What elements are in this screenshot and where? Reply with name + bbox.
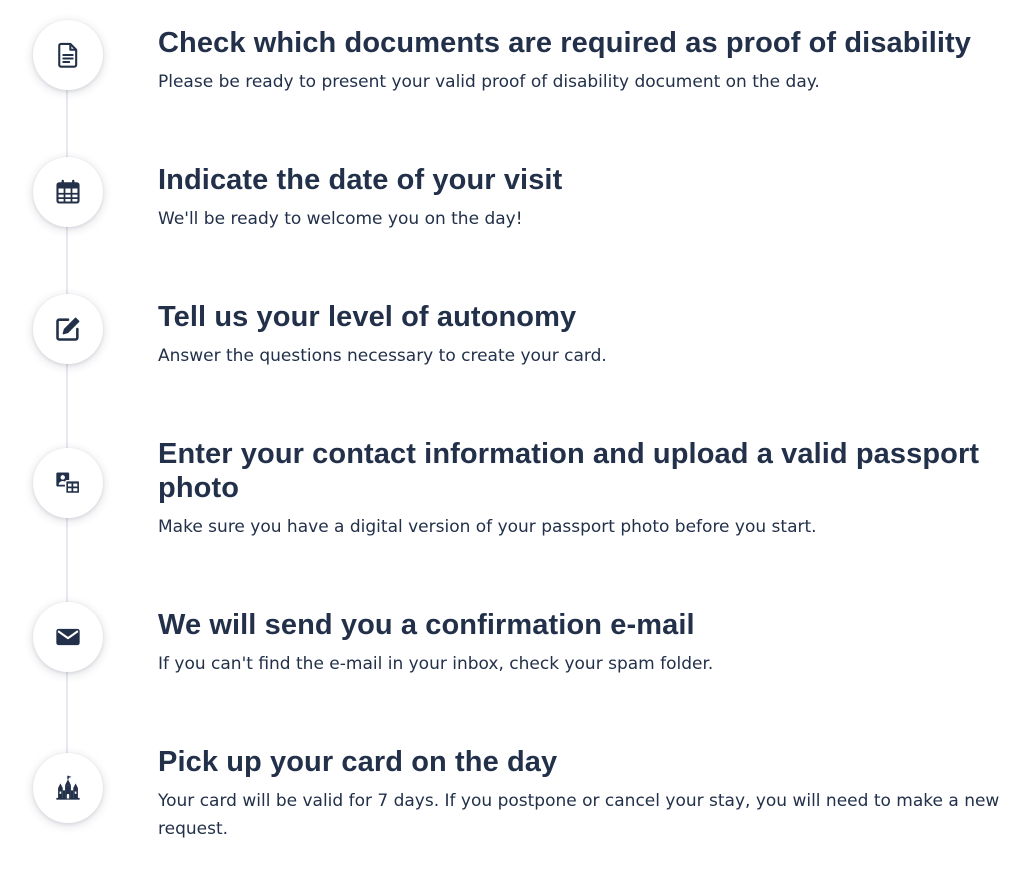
step-title: Pick up your card on the day bbox=[158, 746, 558, 778]
step-title: Tell us your level of autonomy bbox=[158, 301, 577, 333]
step-title: Enter your contact information and uploa… bbox=[158, 438, 980, 504]
edit-form-icon bbox=[54, 315, 82, 343]
id-photo-icon bbox=[54, 469, 82, 497]
step-description: If you can't find the e-mail in your inb… bbox=[158, 654, 714, 674]
step-title: Check which documents are required as pr… bbox=[158, 27, 972, 59]
step-description: Your card will be valid for 7 days. If y… bbox=[158, 791, 1000, 839]
step-icon-circle bbox=[33, 20, 103, 90]
step-icon-circle bbox=[33, 294, 103, 364]
step-icon-circle bbox=[33, 602, 103, 672]
step-description: Please be ready to present your valid pr… bbox=[158, 72, 820, 92]
document-icon bbox=[54, 41, 82, 69]
step-icon-circle bbox=[33, 448, 103, 518]
step-description: Answer the questions necessary to create… bbox=[158, 346, 607, 366]
step-description: We'll be ready to welcome you on the day… bbox=[158, 209, 523, 229]
calendar-icon bbox=[54, 178, 82, 206]
step-icon-circle bbox=[33, 753, 103, 823]
step-title: Indicate the date of your visit bbox=[158, 164, 563, 196]
step-description: Make sure you have a digital version of … bbox=[158, 517, 817, 537]
castle-icon bbox=[54, 774, 82, 802]
step-icon-circle bbox=[33, 157, 103, 227]
envelope-icon bbox=[54, 623, 82, 651]
timeline-line bbox=[66, 88, 68, 788]
step-title: We will send you a confirmation e-mail bbox=[158, 609, 695, 641]
